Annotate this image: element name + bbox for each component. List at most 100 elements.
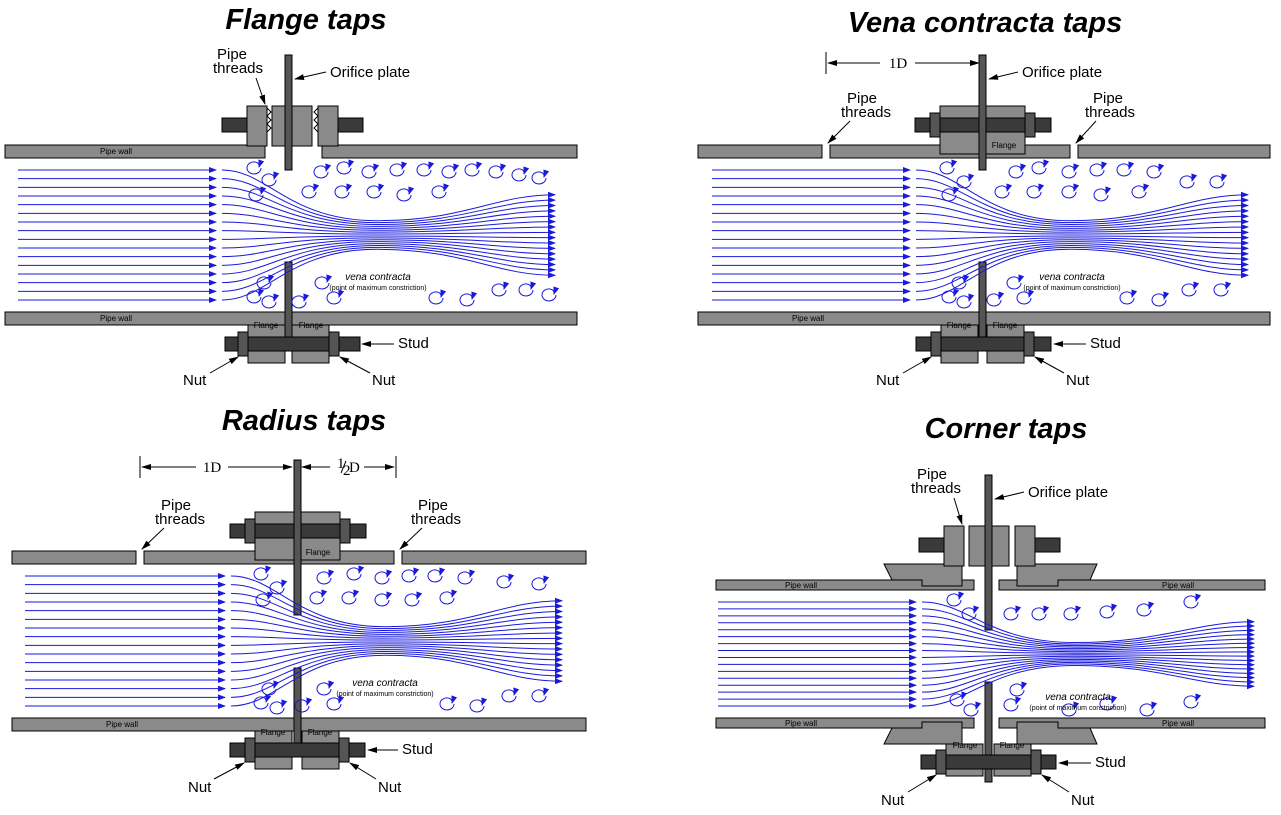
nut-top-left — [244, 518, 256, 544]
streamline-constricted — [230, 601, 563, 633]
nut-left — [244, 737, 256, 763]
tap-plug-right — [337, 117, 364, 133]
panel-corner-taps: Corner taps Pipe wall Pipe wall Pipe wal… — [715, 413, 1266, 809]
eddy-swirl — [261, 293, 280, 309]
eddy-swirl — [1009, 681, 1028, 697]
streamline-constricted — [921, 653, 1255, 660]
pipe-threads-label-line2: threads — [911, 480, 961, 497]
eddy-swirl — [309, 589, 328, 605]
streamline-constricted — [921, 601, 1255, 644]
eddy-swirl — [531, 687, 550, 703]
pipe-threads-right-arrow — [1075, 120, 1097, 144]
streamline-constricted — [221, 237, 556, 249]
nut-top-right — [1024, 112, 1036, 138]
orifice-plate-upper — [293, 459, 302, 616]
eddy-swirl — [1179, 173, 1198, 189]
streamline-constricted — [921, 648, 1255, 655]
nut-label-right: Nut — [378, 779, 402, 796]
eddy-swirl — [401, 567, 420, 583]
eddy-swirl — [313, 163, 332, 179]
streamline-constricted — [921, 622, 1255, 648]
streamline-constricted — [230, 652, 563, 698]
eddy-swirl — [1139, 701, 1158, 717]
nut-left — [237, 331, 249, 357]
dim-1d-label: 1D — [889, 56, 908, 72]
pipe-wall-top-left — [697, 144, 823, 159]
streamline-constricted — [921, 664, 1255, 707]
pipe-threads-right-arrow — [399, 527, 423, 550]
streamline-constricted — [221, 241, 556, 266]
pipe-threads-left-line2: threads — [841, 104, 891, 121]
pipe-wall-label-top: Pipe wall — [100, 147, 132, 156]
flange-bottom-outer-right — [1016, 721, 1098, 745]
eddy-swirl — [246, 288, 265, 304]
streamline-constricted — [230, 640, 563, 647]
streamline-constricted — [221, 169, 556, 222]
streamline-constricted — [221, 243, 556, 275]
eddy-swirl — [396, 186, 415, 202]
panel-flange-taps: Flange taps Pipe wall Pipe wall Flange F… — [4, 4, 578, 389]
eddy-swirl — [431, 183, 450, 199]
nut-top-right — [339, 518, 351, 544]
vena-contracta-label: vena contracta — [345, 272, 411, 283]
pipe-threads-left-arrow — [827, 120, 851, 144]
streamline-constricted — [230, 647, 563, 672]
pipe-wall-label-bottom-right: Pipe wall — [1162, 719, 1194, 728]
flow-streamlines — [712, 167, 1249, 303]
tap-plug-left — [221, 117, 248, 133]
orifice-plate-upper — [284, 54, 293, 171]
nut-arrow-left — [213, 762, 245, 780]
eddy-swirl — [464, 161, 483, 177]
streamline-constricted — [230, 635, 563, 642]
flange-label-left: Flange — [953, 741, 978, 750]
nut-left — [935, 749, 947, 775]
pipe-wall-top-right — [401, 550, 587, 565]
dim-half-denominator: 2 — [343, 463, 351, 479]
flange-label-top: Flange — [992, 141, 1017, 150]
eddy-swirl — [518, 281, 537, 297]
eddy-swirl — [1213, 281, 1232, 297]
pipe-threads-left-arrow — [141, 527, 165, 550]
nut-label-left: Nut — [188, 779, 212, 796]
tap-boss-right — [317, 105, 339, 147]
eddy-swirl — [541, 286, 560, 302]
streamline-constricted — [230, 650, 563, 690]
eddy-swirl — [1209, 173, 1228, 189]
streamline-constricted — [221, 246, 556, 292]
streamline-constricted — [915, 237, 1249, 249]
title-vena-contracta-taps: Vena contracta taps — [848, 7, 1123, 39]
nut-label-left: Nut — [876, 372, 900, 389]
pipe-threads-left-line1: Pipe — [161, 497, 191, 514]
nut-arrow-left — [209, 356, 239, 374]
pipe-wall-label-top-right: Pipe wall — [1162, 581, 1194, 590]
eddy-swirl — [1063, 605, 1082, 621]
eddy-swirl — [427, 567, 446, 583]
title-corner-taps: Corner taps — [925, 413, 1088, 445]
nut-arrow-right — [1041, 774, 1070, 793]
streamline-constricted — [221, 178, 556, 224]
orifice-plate-lower — [984, 681, 993, 783]
eddy-swirl — [316, 569, 335, 585]
streamline-constricted — [921, 615, 1255, 647]
eddy-swirl — [956, 293, 975, 309]
eddy-swirl — [1151, 291, 1170, 307]
eddy-swirl — [314, 274, 333, 290]
nut-label-right: Nut — [1066, 372, 1090, 389]
streamline-constricted — [921, 658, 1255, 679]
eddy-swirl — [336, 159, 355, 175]
stud-bolt — [224, 336, 361, 352]
eddy-swirl — [1099, 603, 1118, 619]
pipe-wall-top-left — [715, 579, 975, 591]
tap-boss-left — [246, 105, 268, 147]
eddy-swirl — [439, 589, 458, 605]
flange-label-left: Flange — [947, 321, 972, 330]
nut-arrow-left — [902, 356, 932, 374]
streamline-constricted — [915, 212, 1249, 231]
nut-right — [338, 737, 350, 763]
pipe-wall-label-top-left: Pipe wall — [785, 581, 817, 590]
pipe-threads-right-line1: Pipe — [418, 497, 448, 514]
vena-contracta-label: vena contracta — [352, 678, 418, 689]
stud-bolt — [920, 754, 1057, 770]
streamline-constricted — [230, 643, 563, 655]
